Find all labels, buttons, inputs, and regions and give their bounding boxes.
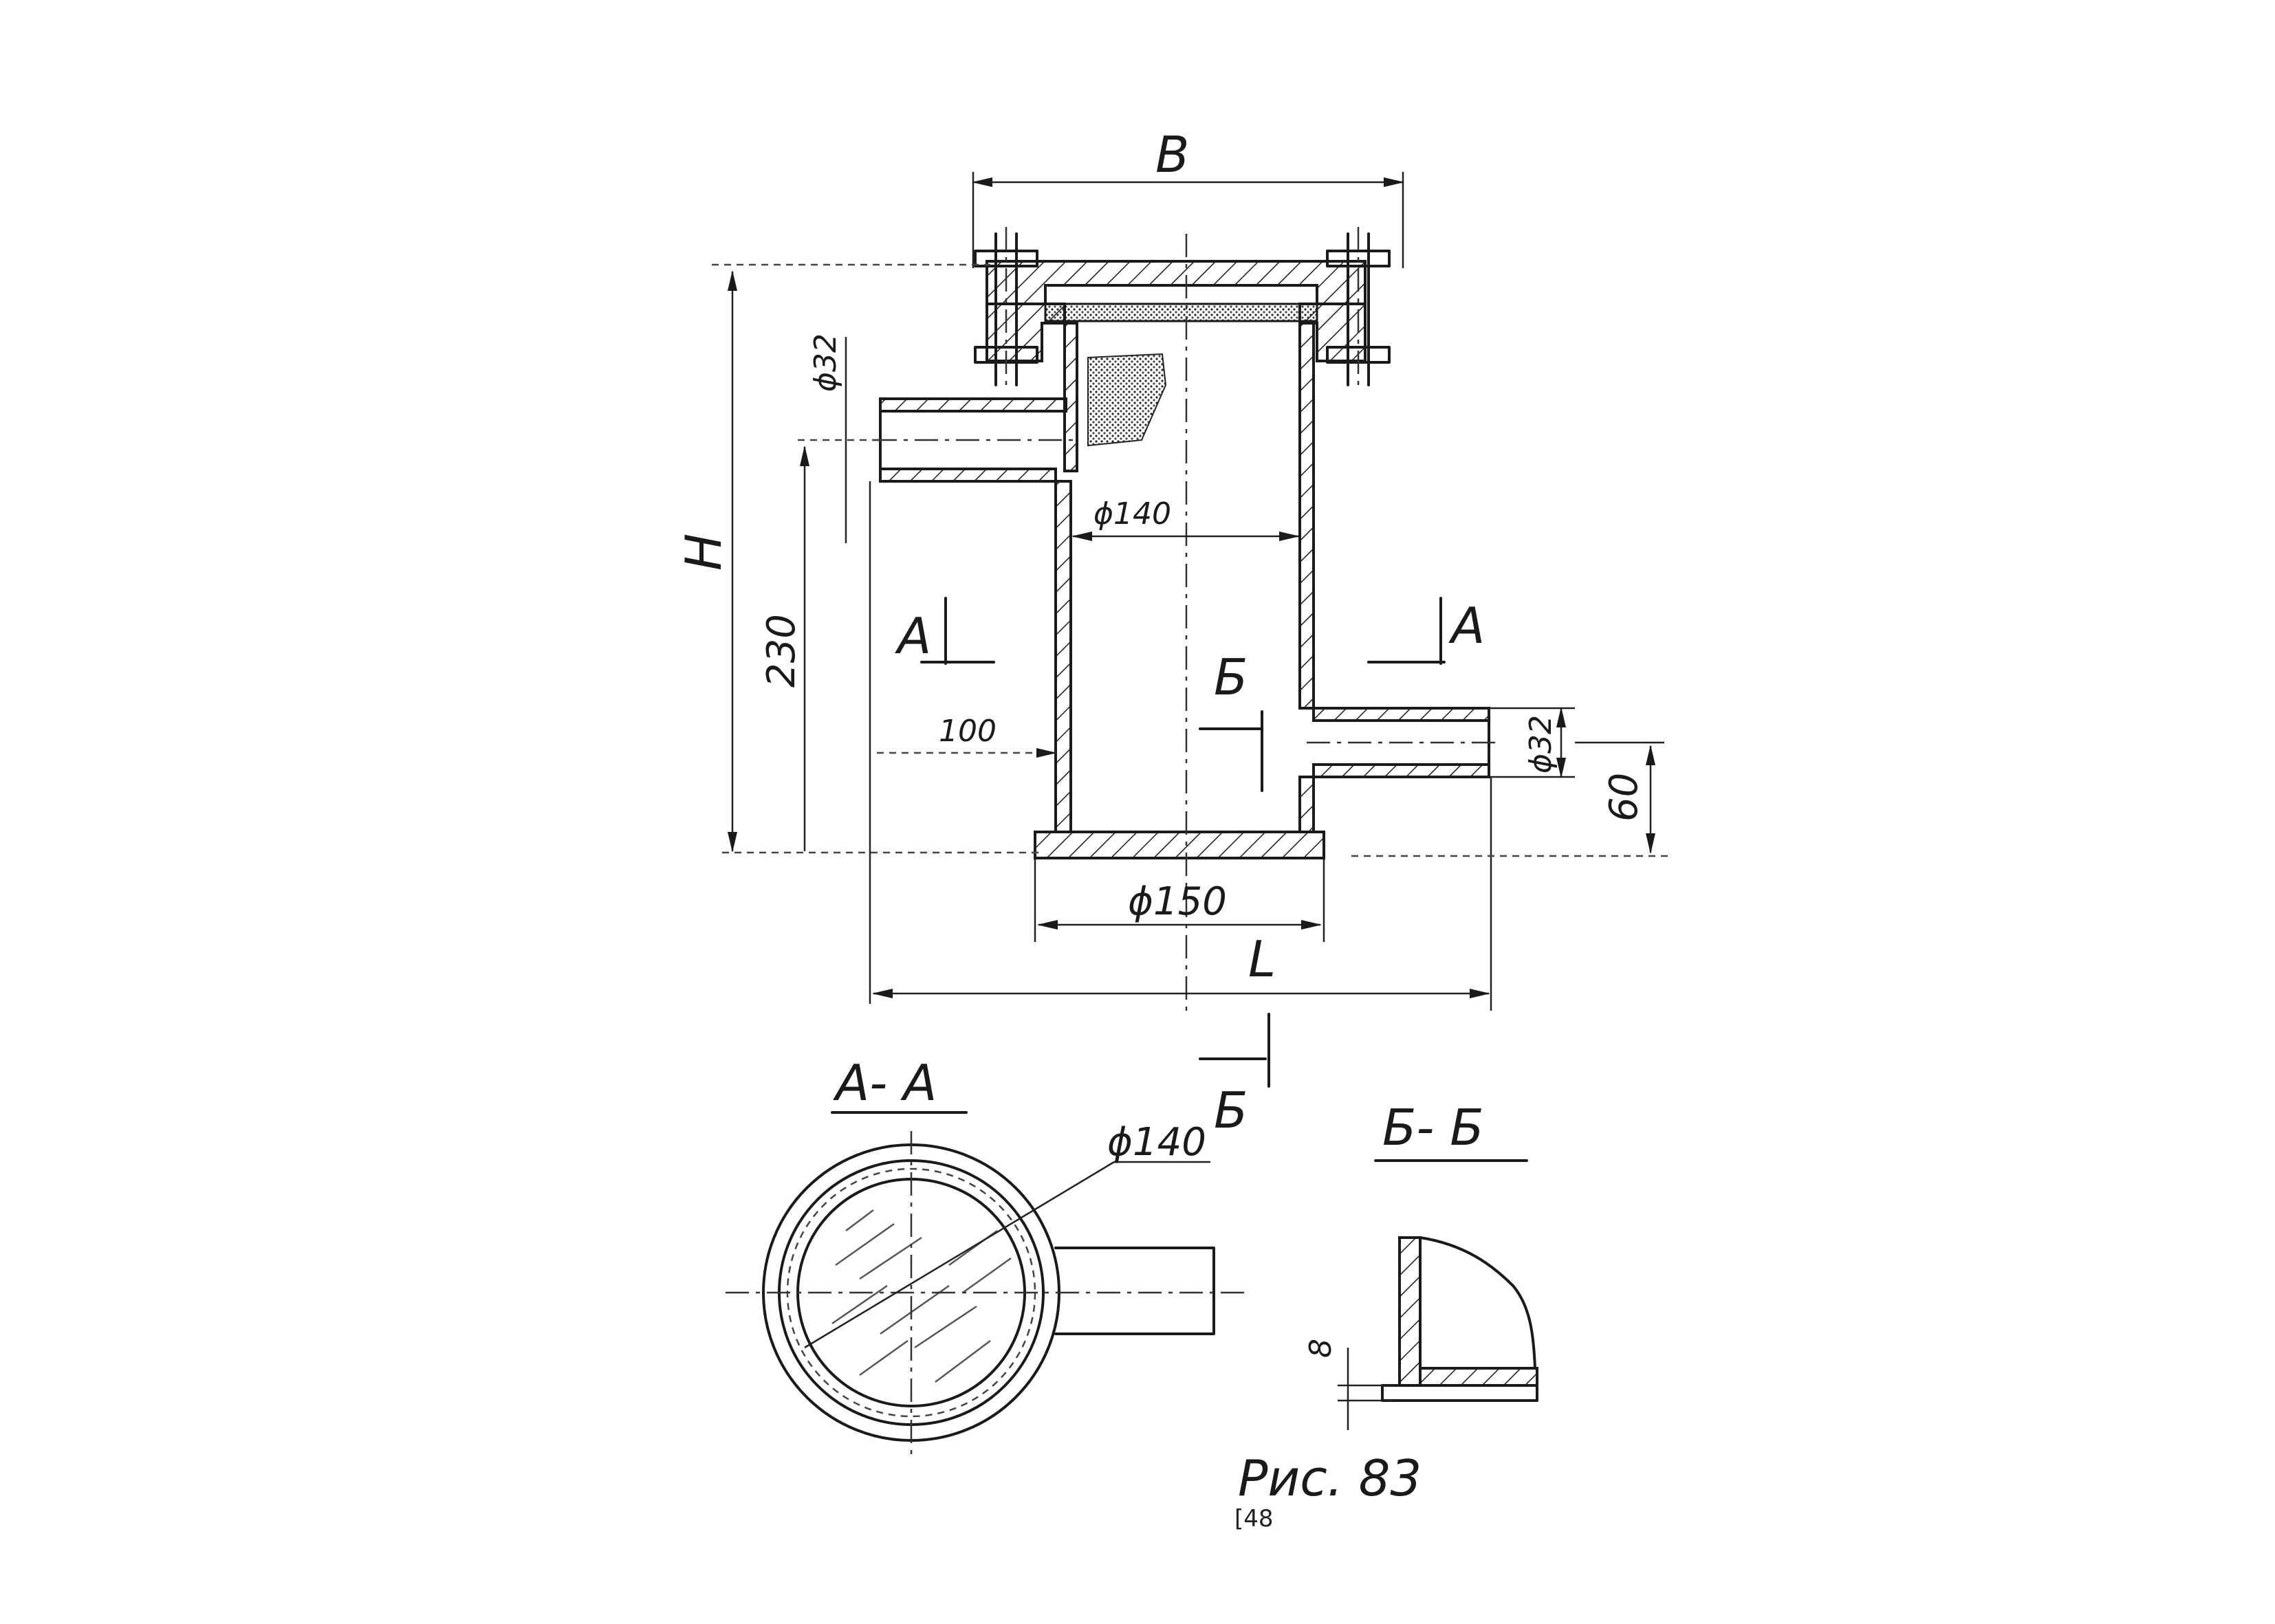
left-bolt: [974, 227, 1038, 392]
dim-d32-left-label: ϕ32: [808, 333, 843, 392]
section-AA-d140-label: ϕ140: [1107, 1120, 1206, 1165]
filter-mesh: [1087, 353, 1167, 447]
main-view: B H 230 ϕ32 100: [675, 126, 1671, 1139]
dim-d140: ϕ140: [1071, 496, 1300, 541]
dim-L: L: [872, 930, 1490, 998]
dim-100-label: 100: [939, 714, 997, 749]
section-BB-title: Б- Б: [1382, 1099, 1484, 1156]
dim-d150: ϕ150: [1034, 859, 1325, 942]
cut-B-top-label: Б: [1214, 648, 1248, 706]
cut-A-right-label: A: [1448, 597, 1485, 655]
dim-8: 8: [1303, 1339, 1396, 1430]
section-AA-title: A- A: [833, 1054, 937, 1112]
section-AA-hatching: [831, 1209, 1012, 1383]
dim-230: 230: [759, 439, 884, 851]
body-wall-right: [1298, 322, 1315, 710]
dim-d150-label: ϕ150: [1128, 879, 1227, 924]
figure-caption: Рис. 83: [1238, 1449, 1422, 1507]
dim-d32-right: ϕ32: [1485, 707, 1575, 778]
dim-8-label: 8: [1303, 1339, 1338, 1358]
cut-mark-B-bottom: Б: [1199, 1013, 1270, 1139]
right-bolt: [1326, 227, 1391, 392]
dim-L-label: L: [1248, 930, 1276, 988]
top-cover: [986, 260, 1367, 305]
body-wall-left-lower: [1054, 480, 1072, 833]
dim-100: 100: [877, 714, 1057, 758]
bottom-plate: [1034, 831, 1325, 859]
cut-A-left-label: A: [895, 607, 931, 665]
section-BB-inner-layer: [1419, 1367, 1538, 1387]
left-inlet-pipe: [873, 397, 1073, 483]
dim-H-label: H: [675, 534, 732, 571]
dim-60: 60: [1351, 741, 1671, 857]
section-BB-vertical-leg: [1398, 1236, 1422, 1387]
dim-d140-label: ϕ140: [1093, 496, 1171, 531]
section-BB-break-outline: [1419, 1236, 1536, 1370]
section-BB: Б- Б 8: [1303, 1099, 1538, 1430]
right-outlet-pipe: [1307, 707, 1499, 778]
section-AA-leader: [804, 1161, 1115, 1349]
cut-B-bottom-label: Б: [1214, 1082, 1248, 1139]
body-wall-left-upper: [1063, 322, 1078, 472]
dim-B: B: [972, 126, 1404, 268]
cut-mark-A-left: A: [895, 597, 995, 665]
dim-d32-right-label: ϕ32: [1523, 715, 1558, 773]
dim-230-label: 230: [759, 614, 804, 688]
body-wall-right-lower: [1298, 776, 1315, 833]
page-number: [48: [1234, 1505, 1274, 1533]
cut-mark-B-top: Б: [1199, 648, 1263, 792]
cut-mark-A-right: A: [1367, 597, 1485, 665]
section-AA: A- A ϕ140: [726, 1054, 1248, 1454]
dim-H: H: [675, 263, 1038, 854]
dim-d32-left: ϕ32: [808, 333, 847, 543]
left-flange: [986, 303, 1066, 362]
section-BB-bottom-plate: [1381, 1384, 1538, 1402]
dim-60-label: 60: [1602, 773, 1646, 822]
dim-B-label: B: [1155, 126, 1189, 184]
section-AA-pipe: [1054, 1247, 1215, 1335]
cover-gasket: [1044, 303, 1318, 322]
